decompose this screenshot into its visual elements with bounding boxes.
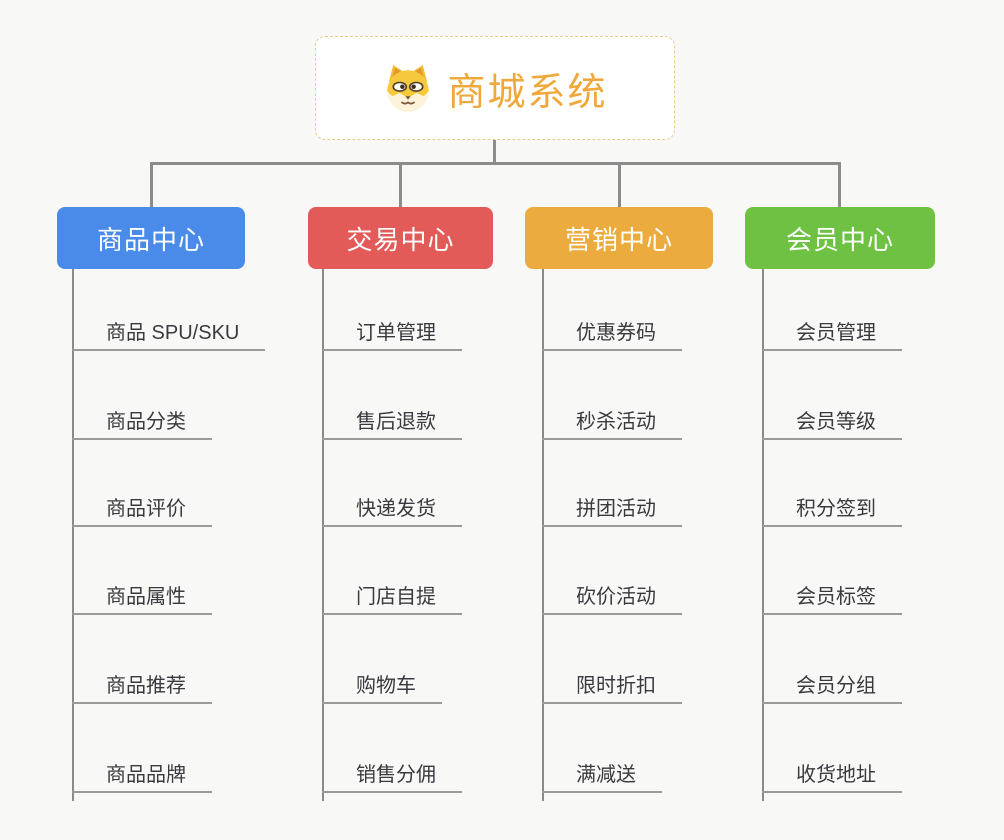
leaf-topic-sales-commission[interactable]: 销售分佣 xyxy=(322,757,462,793)
leaf-topic-shipping-address[interactable]: 收货地址 xyxy=(762,757,902,793)
leaf-topic-after-sale-refund[interactable]: 售后退款 xyxy=(322,404,462,440)
spine-marketing-center xyxy=(542,269,544,801)
connector-bus-line xyxy=(150,162,841,165)
connector-drop-product xyxy=(150,162,153,208)
branch-topic-product-center[interactable]: 商品中心 xyxy=(57,207,245,269)
root-topic-mall-system[interactable]: 商城系统 xyxy=(315,36,675,140)
leaf-topic-order-management[interactable]: 订单管理 xyxy=(322,315,462,351)
leaf-topic-shopping-cart[interactable]: 购物车 xyxy=(322,668,442,704)
leaf-topic-member-group[interactable]: 会员分组 xyxy=(762,668,902,704)
leaf-topic-limited-discount[interactable]: 限时折扣 xyxy=(542,668,682,704)
leaf-topic-flash-sale[interactable]: 秒杀活动 xyxy=(542,404,682,440)
leaf-topic-product-category[interactable]: 商品分类 xyxy=(72,404,212,440)
branch-topic-member-center[interactable]: 会员中心 xyxy=(745,207,935,269)
root-topic-label: 商城系统 xyxy=(447,71,608,114)
connector-drop-trade xyxy=(399,162,402,208)
connector-drop-member xyxy=(838,162,841,208)
connector-root-stem xyxy=(493,140,496,163)
leaf-topic-product-review[interactable]: 商品评价 xyxy=(72,491,212,527)
leaf-topic-group-buy[interactable]: 拼团活动 xyxy=(542,491,682,527)
spine-trade-center xyxy=(322,269,324,801)
dog-face-icon xyxy=(387,64,430,112)
leaf-topic-express-delivery[interactable]: 快递发货 xyxy=(322,491,462,527)
leaf-topic-coupon-code[interactable]: 优惠券码 xyxy=(542,315,682,351)
leaf-topic-member-management[interactable]: 会员管理 xyxy=(762,315,902,351)
leaf-topic-member-level[interactable]: 会员等级 xyxy=(762,404,902,440)
leaf-topic-product-attribute[interactable]: 商品属性 xyxy=(72,579,212,615)
branch-topic-trade-center[interactable]: 交易中心 xyxy=(308,207,493,269)
leaf-topic-spend-save[interactable]: 满减送 xyxy=(542,757,662,793)
leaf-topic-product-spu-sku[interactable]: 商品 SPU/SKU xyxy=(72,315,266,351)
spine-member-center xyxy=(762,269,764,801)
branch-topic-marketing-center[interactable]: 营销中心 xyxy=(525,207,713,269)
leaf-topic-points-checkin[interactable]: 积分签到 xyxy=(762,491,902,527)
spine-product-center xyxy=(72,269,74,801)
connector-drop-marketing xyxy=(618,162,621,208)
leaf-topic-bargain-event[interactable]: 砍价活动 xyxy=(542,579,682,615)
leaf-topic-product-recommend[interactable]: 商品推荐 xyxy=(72,668,212,704)
leaf-topic-member-tag[interactable]: 会员标签 xyxy=(762,579,902,615)
leaf-topic-product-brand[interactable]: 商品品牌 xyxy=(72,757,212,793)
leaf-topic-store-pickup[interactable]: 门店自提 xyxy=(322,579,462,615)
